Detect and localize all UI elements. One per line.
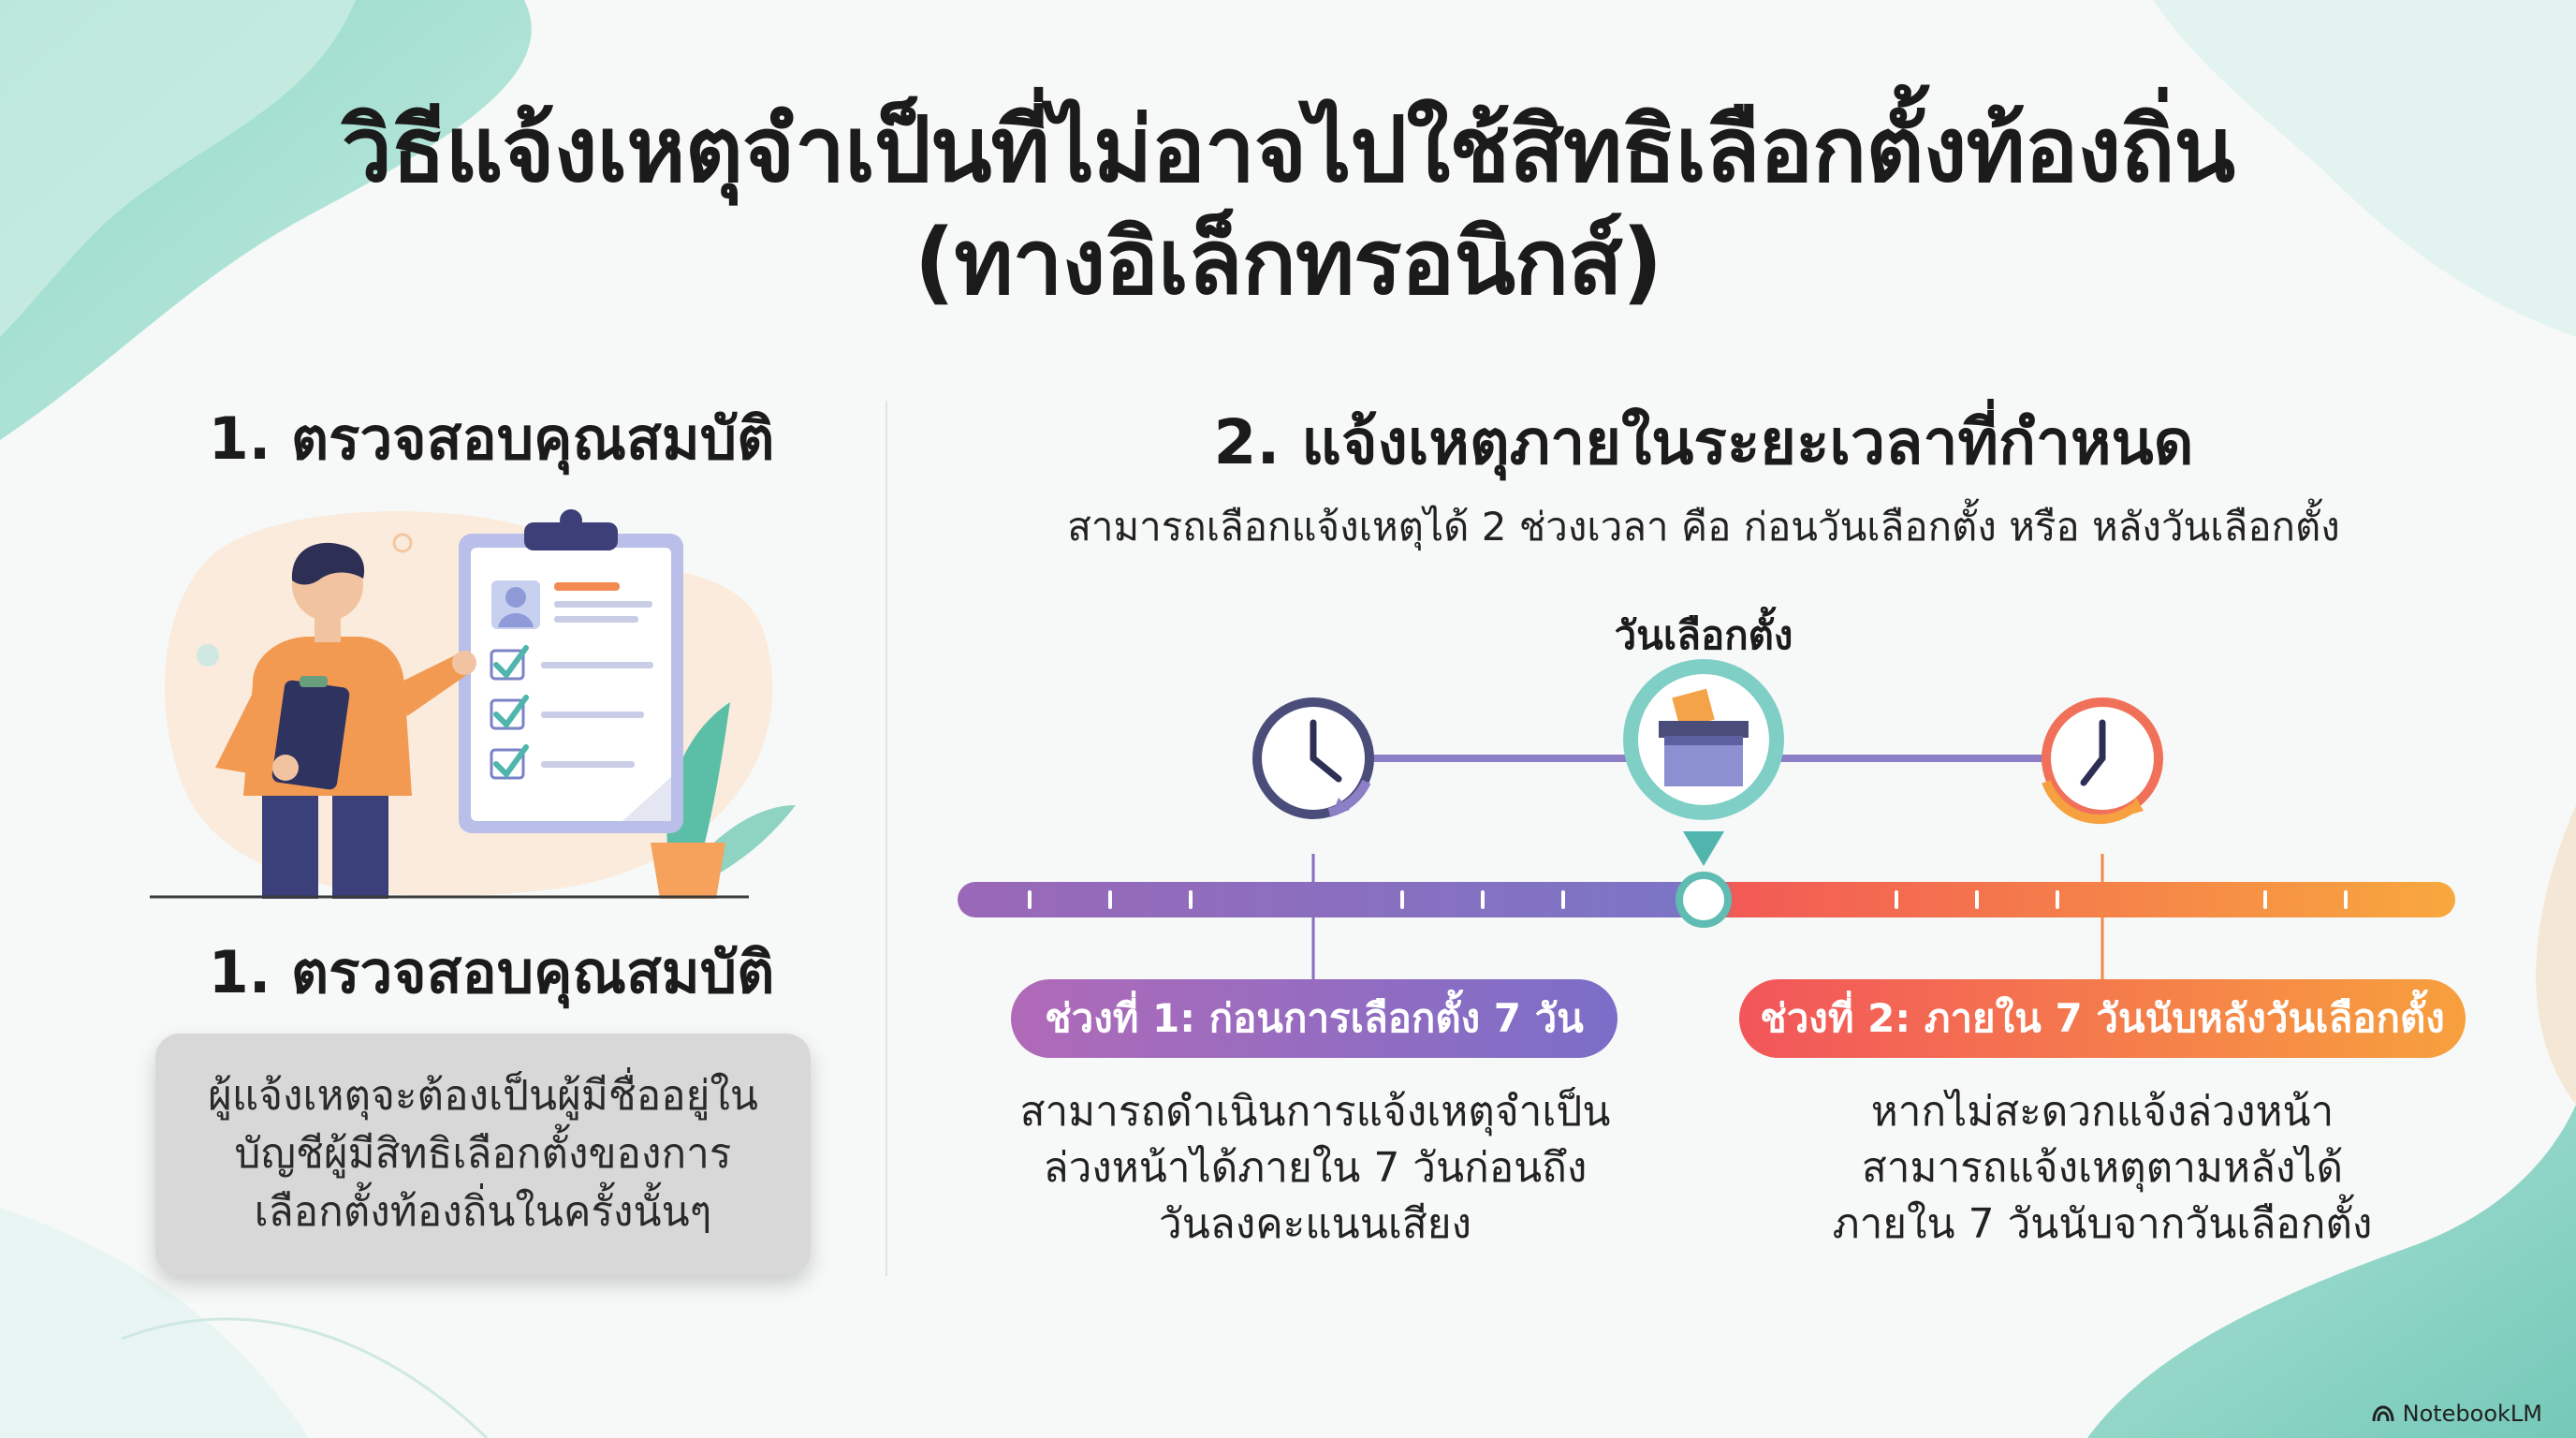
step1-heading-top: 1. ตรวจสอบคุณสมบัติ	[208, 404, 775, 473]
desc-line: วันลงคะแนนเสียง	[1159, 1200, 1471, 1248]
notebooklm-logo-icon	[2372, 1405, 2394, 1422]
clipboard-checklist-illustration	[150, 509, 796, 899]
desc-line: หากไม่สะดวกแจ้งล่วงหน้า	[1870, 1088, 2334, 1136]
period1-label: ช่วงที่ 1: ก่อนการเลือกตั้ง 7 วัน	[1011, 979, 1617, 1058]
info-line: เลือกตั้งท้องถิ่นในครั้งนั้นๆ	[254, 1188, 712, 1236]
clock-rewind-icon	[1252, 697, 1374, 819]
step1-heading-bottom: 1. ตรวจสอบคุณสมบัติ	[208, 938, 775, 1006]
desc-line: ภายใน 7 วันนับจากวันเลือกตั้ง	[1832, 1200, 2373, 1248]
title-line-1: วิธีแจ้งเหตุจำเป็นที่ไม่อาจไปใช้สิทธิเลื…	[341, 97, 2235, 202]
brand-name: NotebookLM	[2402, 1401, 2542, 1427]
plant-icon	[651, 702, 796, 899]
title-line-2: (ทางอิเล็กทรอนิกส์)	[914, 210, 1662, 315]
page-title: วิธีแจ้งเหตุจำเป็นที่ไม่อาจไปใช้สิทธิเลื…	[0, 94, 2576, 318]
period1-description: สามารถดำเนินการแจ้งเหตุจำเป็น ล่วงหน้าได…	[936, 1084, 1694, 1253]
election-day-label: วันเลือกตั้ง	[1614, 612, 1793, 658]
eligibility-info-box: ผู้แจ้งเหตุจะต้องเป็นผู้มีชื่ออยู่ใน บัญ…	[155, 1034, 811, 1275]
period2-description: หากไม่สะดวกแจ้งล่วงหน้า สามารถแจ้งเหตุตา…	[1719, 1084, 2486, 1253]
step2-subtitle: สามารถเลือกแจ้งเหตุได้ 2 ช่วงเวลา คือ ก่…	[1067, 504, 2340, 550]
info-line: ผู้แจ้งเหตุจะต้องเป็นผู้มีชื่ออยู่ใน	[208, 1072, 758, 1120]
person-figure	[215, 542, 476, 899]
brand-watermark: NotebookLM	[2371, 1401, 2542, 1427]
period2-label: ช่วงที่ 2: ภายใน 7 วันนับหลังวันเลือกตั้…	[1739, 979, 2466, 1058]
info-line: บัญชีผู้มีสิทธิเลือกตั้งของการ	[234, 1130, 732, 1178]
desc-line: ล่วงหน้าได้ภายใน 7 วันก่อนถึง	[1043, 1144, 1588, 1192]
clipboard-checklist-icon	[459, 509, 683, 833]
desc-line: สามารถดำเนินการแจ้งเหตุจำเป็น	[1019, 1088, 1611, 1136]
clock-forward-icon	[2042, 697, 2163, 825]
desc-line: สามารถแจ้งเหตุตามหลังได้	[1861, 1144, 2344, 1192]
ballot-box-icon	[1623, 659, 1784, 866]
column-divider	[886, 401, 887, 1276]
election-timeline	[958, 659, 2455, 979]
step2-heading: 2. แจ้งเหตุภายในระยะเวลาที่กำหนด	[1213, 406, 2194, 478]
